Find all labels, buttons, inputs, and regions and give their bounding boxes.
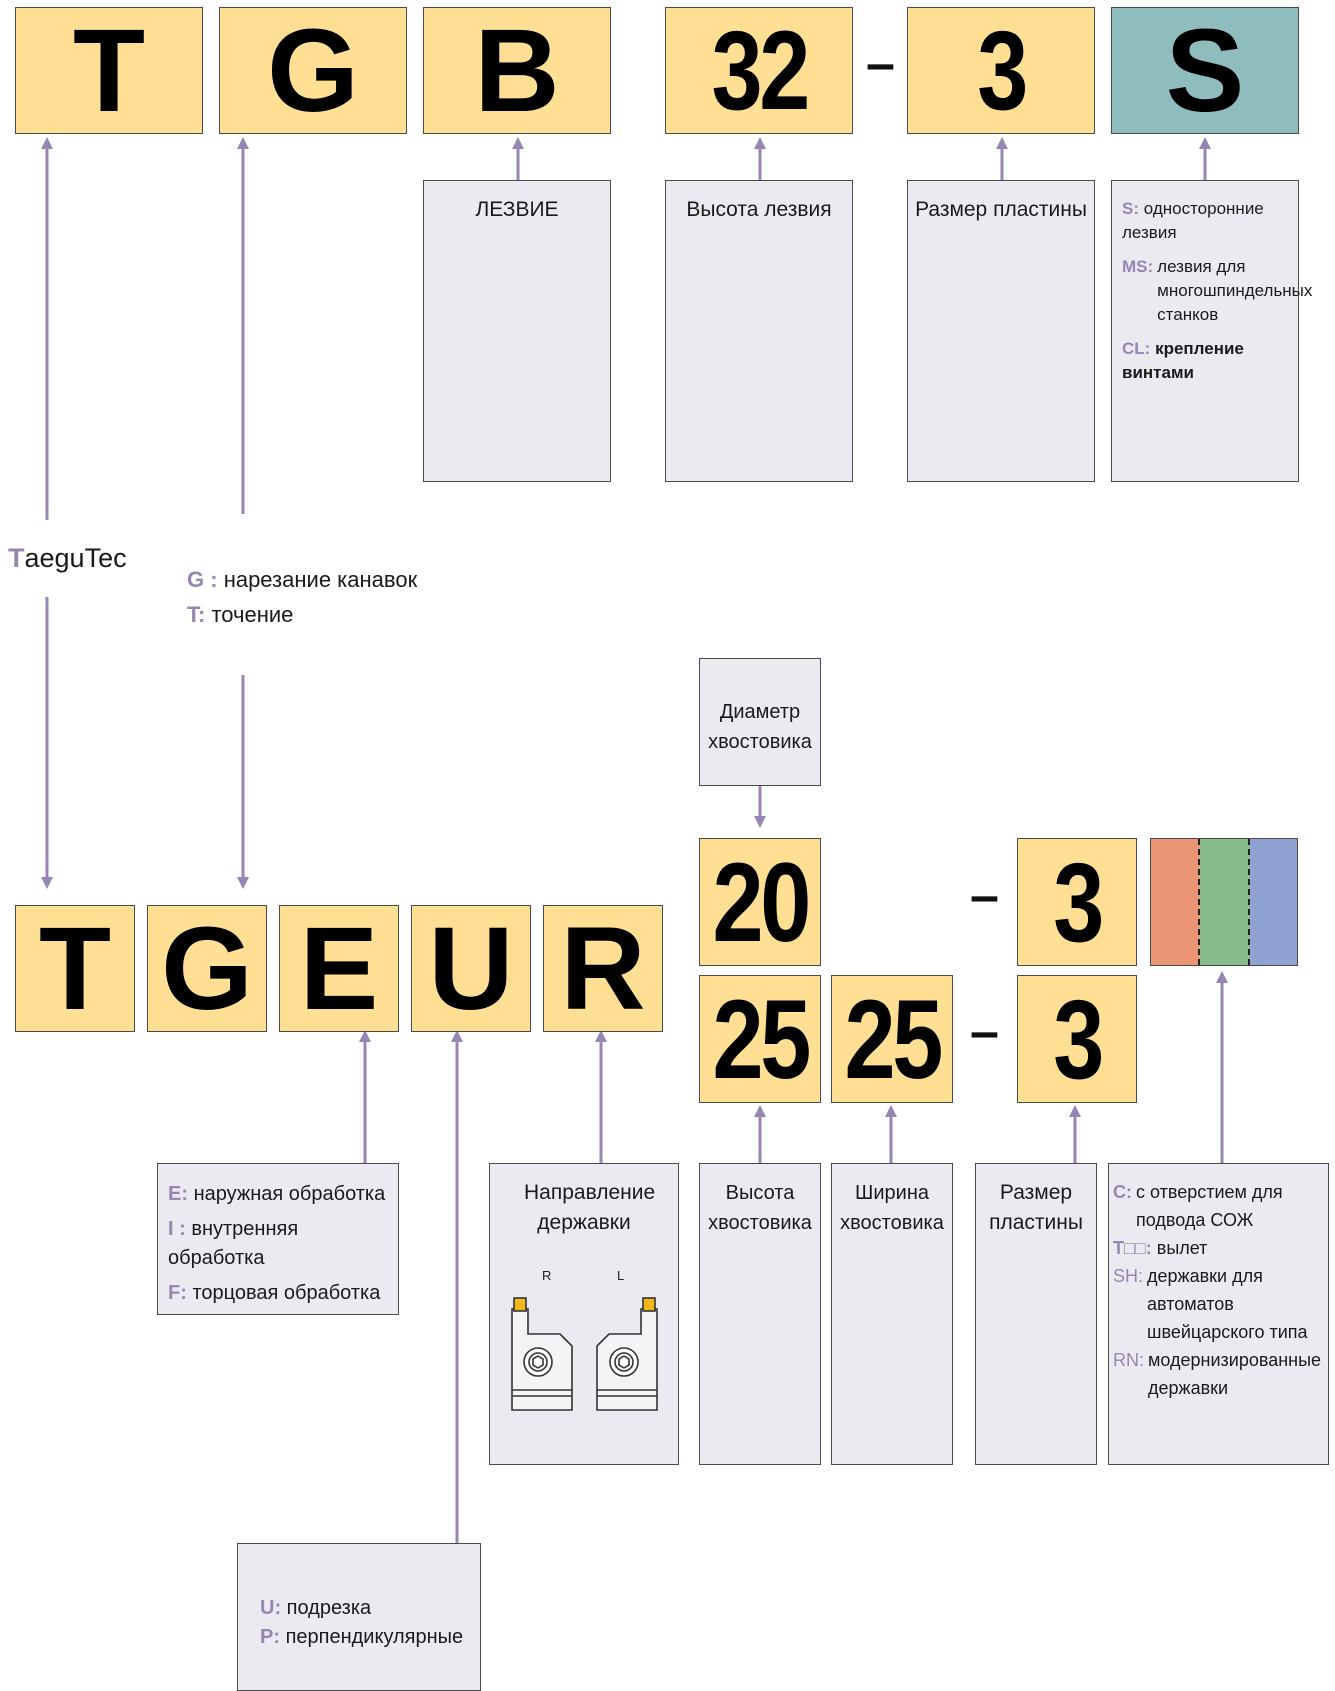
blade-option-ms: MS:лезвия для многошпиндельных станков [1122,257,1313,324]
holder-code-dash-1: – [970,867,999,925]
blade-option-s: S: односторонние лезвия [1122,199,1264,242]
direction-r-label: R [542,1268,551,1283]
shank-height-box: Высота хвостовика [699,1163,821,1465]
form-legend-box: U: подрезка P: перпендикулярные [237,1543,481,1691]
machining-legend-i: I : внутренняя обработка [168,1218,299,1269]
holder-code-width: 25 [831,975,953,1103]
holder-code-g: G [147,903,267,1035]
blade-code-b: B [423,5,611,137]
blade-code-dash: – [866,35,895,93]
type-legend-g: G : нарезание канавок [187,567,418,592]
blade-code-t: T [15,5,203,137]
holder-code-dash-2: – [970,1003,999,1061]
holder-code-e: E [279,903,399,1035]
holder-code-height: 25 [699,975,821,1103]
option-color-orange [1151,839,1201,965]
holder-code-size-1: 3 [1017,838,1137,966]
holder-code-size-2: 3 [1017,975,1137,1103]
option-color-block [1150,838,1298,966]
type-legend: G : нарезание канавок T: точение [187,562,417,632]
machining-legend-box: E: наружная обработка I : внутренняя обр… [157,1163,399,1315]
holder-option-c: C:с отверстием для подвода СОЖ [1113,1182,1283,1230]
blade-code-g: G [219,5,407,137]
holder-code-u: U [411,903,531,1035]
holder-option-sh: SH:державки для автоматов швейцарского т… [1113,1266,1308,1342]
blade-box: ЛЕЗВИЕ [423,180,611,482]
holder-option-t: T□□: вылет [1113,1238,1208,1258]
machining-legend-e: E: наружная обработка [168,1183,386,1205]
shank-width-box: Ширина хвостовика [831,1163,953,1465]
direction-box-title: Направление державки [524,1181,656,1234]
blade-code-option: S [1111,5,1299,137]
blade-option-cl: CL: крепление винтами [1122,339,1244,382]
holder-code-r: R [543,903,663,1035]
holder-left-icon [596,1297,658,1411]
option-color-blue [1249,839,1297,965]
blade-height-box: Высота лезвия [665,180,853,482]
blade-code-size: 3 [907,7,1095,134]
machining-legend-f: F: торцовая обработка [168,1282,381,1304]
blade-code-height: 32 [665,7,853,134]
holder-option-rn: RN:модернизированные державки [1113,1350,1322,1398]
holder-code-diameter: 20 [699,838,821,966]
holder-options-box: C:с отверстием для подвода СОЖ T□□: выле… [1108,1163,1329,1465]
brand-label: TaeguTec [8,543,127,573]
insert-size-box-top: Размер пластины [907,180,1095,482]
holder-right-icon [511,1297,573,1411]
direction-l-label: L [617,1268,624,1283]
type-legend-t: T: точение [187,602,294,627]
direction-box: Направление державки R L [489,1163,679,1465]
option-color-green [1200,839,1250,965]
form-legend-p: P: перпендикулярные [260,1626,464,1648]
insert-size-box-bottom: Размер пластины [975,1163,1097,1465]
holder-code-t: T [15,903,135,1035]
holder-diagram: R L [511,1268,658,1411]
shank-diameter-box: Диаметр хвостовика [699,658,821,786]
form-legend-u: U: подрезка [260,1597,372,1619]
blade-options-box: S: односторонние лезвия MS:лезвия для мн… [1111,180,1313,482]
